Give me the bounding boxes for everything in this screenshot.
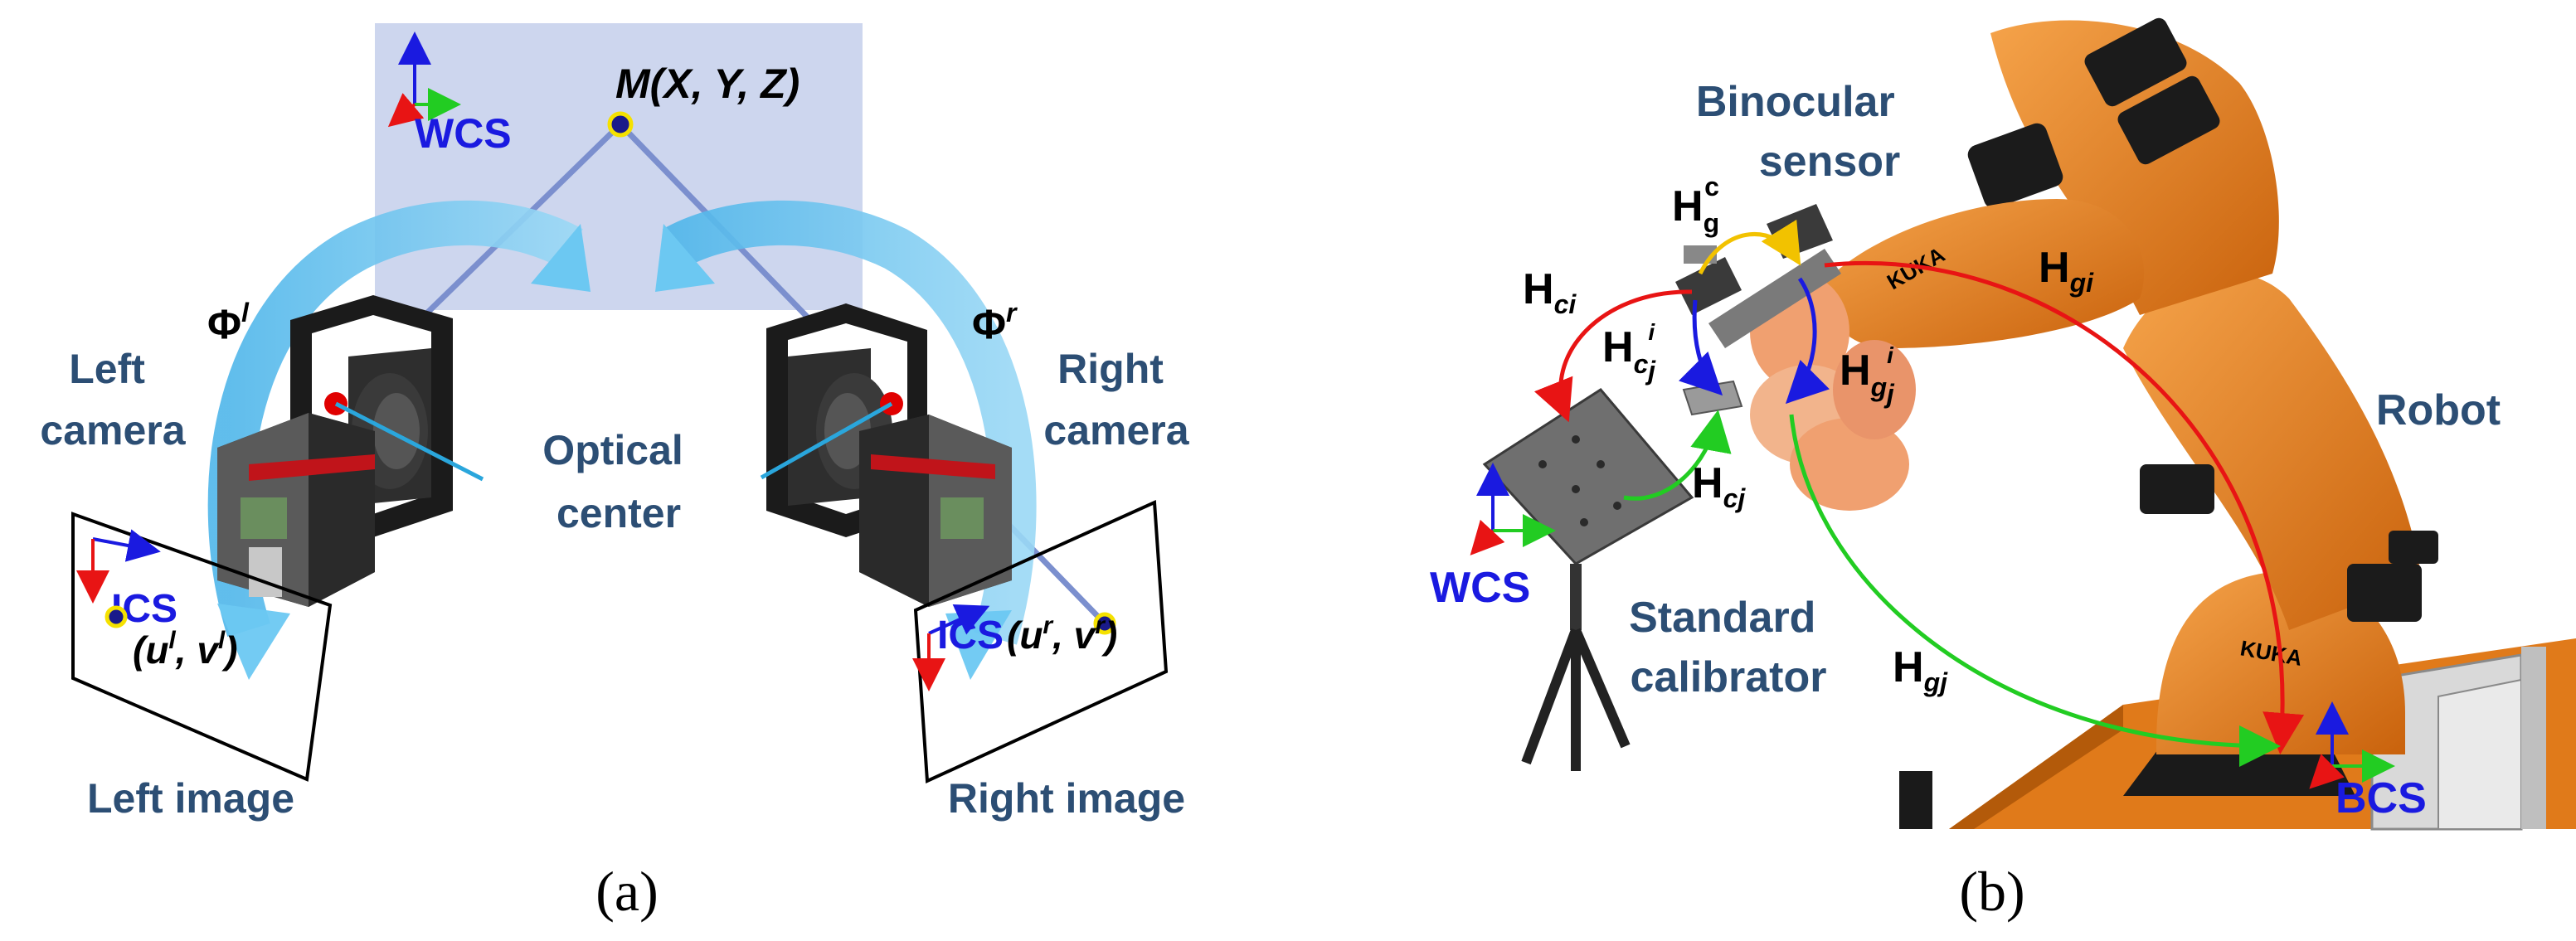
optical-center-label: Optical center — [542, 427, 694, 536]
left-image-plane — [71, 512, 333, 782]
image-point-left — [104, 605, 128, 628]
bcs-label: BCS — [2335, 774, 2427, 822]
point-m — [607, 111, 634, 138]
point-m-label: M(X, Y, Z) — [615, 61, 800, 107]
robot-upper-structure — [1990, 20, 2279, 315]
wcs-axes-a — [387, 32, 461, 128]
phi-right-label: Φr — [972, 298, 1018, 347]
arrow-h-cij — [1679, 299, 1723, 396]
label-h-gj: Hgj — [1893, 643, 1948, 697]
left-image-label: Left image — [87, 775, 294, 822]
robot-motors — [1967, 17, 2438, 622]
wcs-label-b: WCS — [1430, 564, 1530, 612]
panel-b: KUKA KUKA — [1430, 17, 2576, 923]
wcs-axes-b — [1470, 463, 1556, 555]
steel-enclosure — [2370, 647, 2546, 831]
label-h-ci: Hci — [1523, 265, 1577, 319]
arrow-h-gi — [1824, 260, 2305, 754]
arrow-h-gc — [1698, 219, 1801, 275]
ics-axes-left — [76, 529, 161, 604]
bcs-axes — [2309, 701, 2395, 789]
standard-calibrator-label: Standard calibrator — [1629, 594, 1828, 701]
panel-a: WCS M(X, Y, Z) — [40, 23, 1190, 923]
ics-axes-right — [912, 604, 990, 691]
label-h-gc: Hgc — [1672, 172, 1719, 238]
wcs-label-a: WCS — [415, 110, 512, 157]
label-h-cj: Hcj — [1692, 459, 1746, 513]
sweep-arrow-right — [655, 200, 1037, 680]
left-camera-label: Left camera — [40, 346, 186, 454]
arrow-h-gj — [1789, 414, 2281, 767]
left-camera — [217, 295, 484, 607]
right-image-plane — [913, 499, 1169, 784]
binocular-sensor-label: Binocular sensor — [1696, 78, 1907, 186]
arrow-h-gij — [1785, 277, 1830, 405]
right-image-label: Right image — [948, 775, 1185, 822]
arrow-h-cj — [1623, 410, 1732, 501]
uv-left-label: (ul, vl) — [133, 627, 238, 672]
ics-label-right: ICS — [937, 614, 1004, 657]
right-camera — [760, 303, 1012, 607]
image-point-right — [1093, 612, 1116, 635]
robot-forearm — [1825, 199, 2145, 348]
caption-a: (a) — [595, 860, 658, 923]
uv-right-label: (ur, vr) — [1007, 612, 1117, 657]
caption-b: (b) — [1959, 860, 2024, 923]
phi-left-label: Φl — [207, 298, 250, 347]
robot-lower-arm — [2123, 272, 2422, 630]
arrow-h-ci — [1533, 289, 1693, 423]
world-region — [375, 23, 863, 310]
robot-label: Robot — [2376, 386, 2501, 434]
right-camera-label: Right camera — [1043, 346, 1189, 454]
label-h-gi: Hgi — [2039, 244, 2094, 298]
